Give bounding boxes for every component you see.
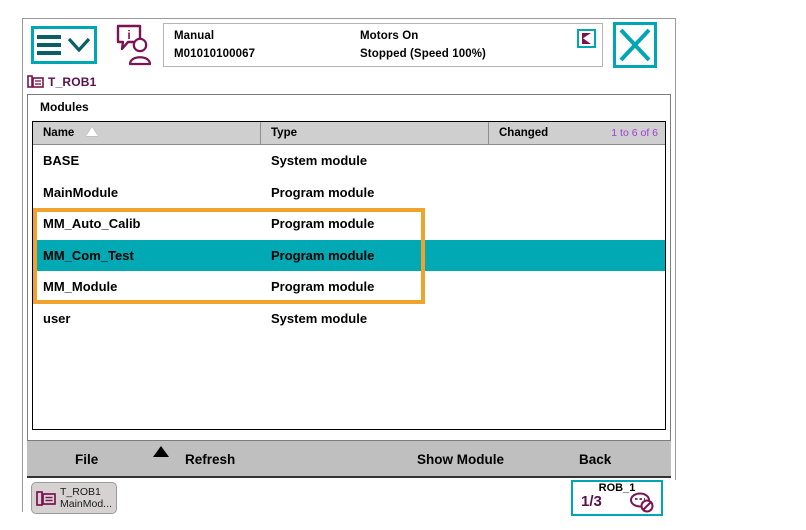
open-task-chip[interactable]: T_ROB1 MainMod... xyxy=(31,482,117,514)
status-panel[interactable]: Manual M01010100067 Motors On Stopped (S… xyxy=(163,23,603,67)
row-range-label: 1 to 6 of 6 xyxy=(611,127,658,139)
svg-text:i: i xyxy=(127,28,130,42)
run-state-label: Stopped (Speed 100%) xyxy=(360,48,486,60)
close-icon xyxy=(619,28,651,62)
table-row[interactable]: MM_Module Program module xyxy=(33,271,665,303)
cell-name: MM_Module xyxy=(43,279,118,295)
main-menu-button[interactable] xyxy=(31,26,97,64)
window-title: Modules xyxy=(28,95,670,119)
cell-name: MainModule xyxy=(43,184,119,200)
chip-module-name: MainMod... xyxy=(60,498,112,510)
table-row-selected[interactable]: MM_Com_Test Program module xyxy=(33,239,665,271)
modules-table: Name Type Changed 1 to 6 of 6 BASE Syste… xyxy=(32,121,666,430)
cell-type: Program module xyxy=(271,184,375,200)
task-tab-row: T_ROB1 xyxy=(23,71,675,93)
column-header-name-label: Name xyxy=(43,127,75,139)
refresh-button[interactable]: Refresh xyxy=(185,452,236,467)
operator-info-icon[interactable]: i xyxy=(111,23,157,67)
jog-increment-label: 1/3 xyxy=(581,493,602,510)
modules-window: Modules Name Type Changed 1 to 6 of 6 BA… xyxy=(27,94,671,476)
sort-ascending-icon xyxy=(85,127,98,137)
close-button[interactable] xyxy=(613,22,657,68)
cell-name: MM_Auto_Calib xyxy=(43,216,141,232)
cell-name: BASE xyxy=(43,153,80,169)
motors-state-label: Motors On xyxy=(360,30,419,42)
jog-unit-label: ROB_1 xyxy=(598,482,636,494)
column-header-type[interactable]: Type xyxy=(261,122,489,144)
jog-status-box[interactable]: ROB_1 1/3 xyxy=(571,480,663,516)
task-icon xyxy=(27,75,44,88)
cell-type: Program module xyxy=(271,279,375,295)
column-header-changed-label: Changed xyxy=(499,127,549,139)
chevron-down-icon xyxy=(67,37,90,53)
table-row[interactable]: BASE System module xyxy=(33,145,665,177)
column-header-changed[interactable]: Changed 1 to 6 of 6 xyxy=(489,122,665,144)
table-row[interactable]: MM_Auto_Calib Program module xyxy=(33,208,665,240)
cell-type: Program module xyxy=(271,216,375,232)
table-header-row: Name Type Changed 1 to 6 of 6 xyxy=(33,122,665,145)
cell-type: System module xyxy=(271,153,368,169)
cell-type: Program module xyxy=(271,247,375,263)
table-row[interactable]: user System module xyxy=(33,302,665,334)
table-row[interactable]: MainModule Program module xyxy=(33,176,665,208)
back-button[interactable]: Back xyxy=(579,452,612,467)
status-header: i Manual M01010100067 Motors On Stopped … xyxy=(23,19,675,71)
jog-axis-icon xyxy=(630,492,654,513)
show-module-button[interactable]: Show Module xyxy=(417,452,504,467)
bottom-status-strip: T_ROB1 MainMod... ROB_1 1/3 xyxy=(23,480,677,516)
bottom-menu-bar: File Refresh Show Module Back xyxy=(27,440,671,478)
cell-type: System module xyxy=(271,310,368,326)
cell-name: user xyxy=(43,310,71,326)
file-menu-button[interactable]: File xyxy=(75,452,99,467)
flexpendant-frame: i Manual M01010100067 Motors On Stopped … xyxy=(22,18,677,516)
hamburger-menu-icon xyxy=(36,35,61,55)
stopwatch-status-icon xyxy=(577,29,596,48)
column-header-type-label: Type xyxy=(271,127,297,139)
task-icon xyxy=(36,490,56,506)
table-body: BASE System module MainModule Program mo… xyxy=(33,145,665,334)
task-tab-label: T_ROB1 xyxy=(48,75,97,89)
cell-name: MM_Com_Test xyxy=(43,247,134,263)
caret-up-icon xyxy=(153,446,169,457)
system-id-label: M01010100067 xyxy=(174,48,256,60)
operating-mode-label: Manual xyxy=(174,30,215,42)
chip-task-name: T_ROB1 xyxy=(60,486,101,498)
column-header-name[interactable]: Name xyxy=(33,122,261,144)
